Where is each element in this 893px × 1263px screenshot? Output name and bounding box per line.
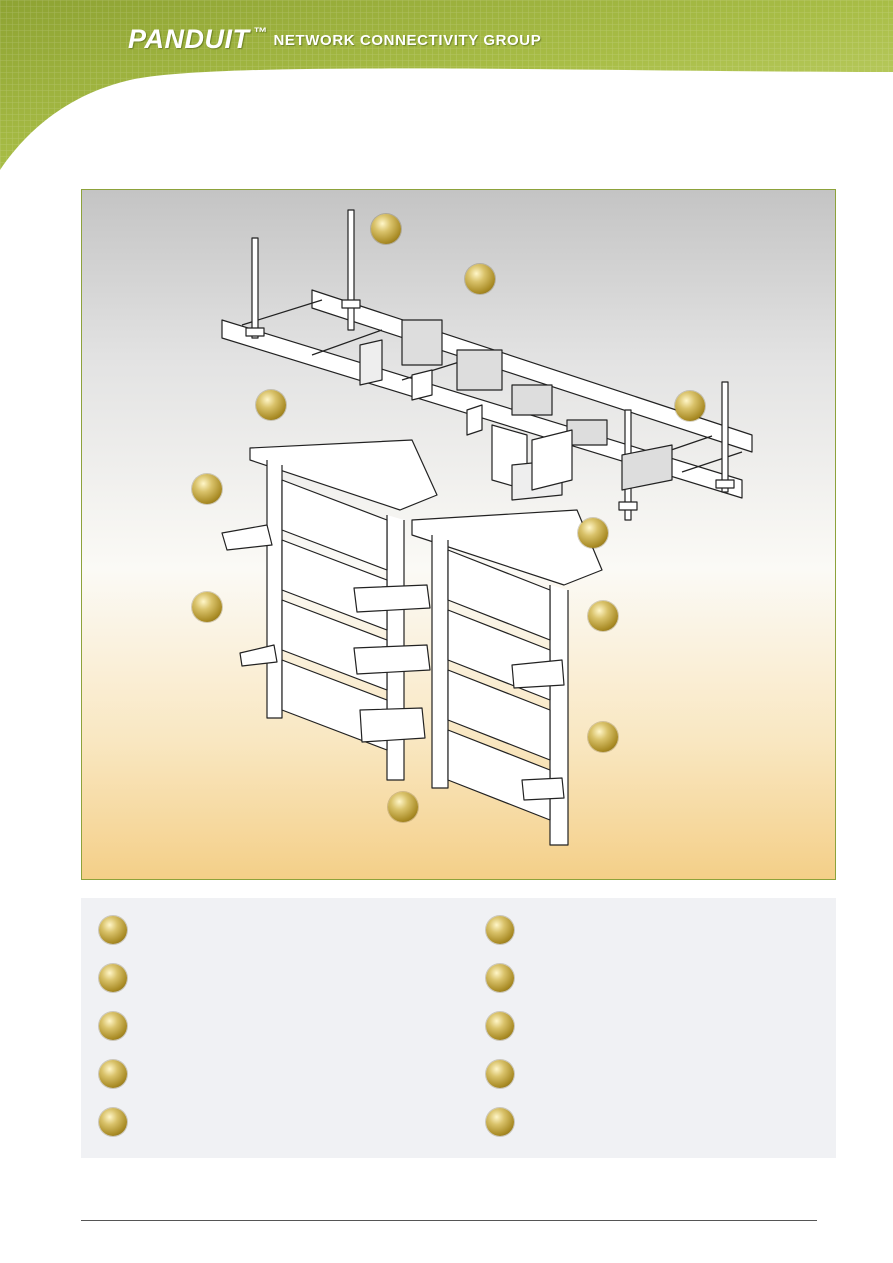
legend-item-6	[486, 916, 514, 944]
brand-trademark: ™	[253, 24, 268, 40]
rack-right	[411, 509, 603, 846]
callout-2	[465, 264, 495, 294]
rack-illustration	[221, 209, 753, 846]
legend-item-3	[99, 1012, 127, 1040]
callout-8	[588, 601, 618, 631]
product-illustration-frame	[81, 189, 836, 880]
legend-item-5	[99, 1108, 127, 1136]
callout-6	[578, 518, 608, 548]
brand-name: PANDUIT	[128, 24, 250, 54]
legend-item-8	[486, 1012, 514, 1040]
legend-item-7	[486, 964, 514, 992]
legend-item-10	[486, 1108, 514, 1136]
legend-item-4	[99, 1060, 127, 1088]
callout-5	[192, 474, 222, 504]
legend-item-1	[99, 916, 127, 944]
callout-1	[371, 214, 401, 244]
callout-7	[192, 592, 222, 622]
callout-4	[675, 391, 705, 421]
footer-rule	[81, 1220, 817, 1221]
ladder-rack	[221, 209, 753, 521]
rack-left	[221, 439, 438, 781]
legend-item-9	[486, 1060, 514, 1088]
callout-3	[256, 390, 286, 420]
callout-legend	[81, 898, 836, 1158]
brand-group: NETWORK CONNECTIVITY GROUP	[273, 32, 542, 49]
callout-9	[588, 722, 618, 752]
callout-10	[388, 792, 418, 822]
legend-item-2	[99, 964, 127, 992]
header-banner	[0, 0, 893, 170]
